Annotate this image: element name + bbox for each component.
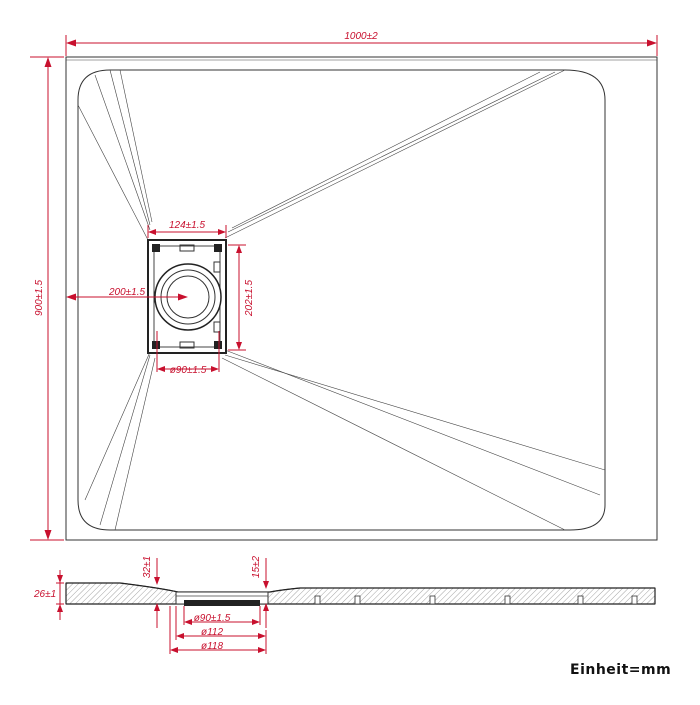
section-view: 26±1 32±1 15±2 ø90±1.5 (33, 555, 656, 654)
dim-section-hole-118-label: ø118 (201, 641, 223, 652)
dim-drain-hole-label: ø90±1.5 (170, 365, 207, 376)
dim-section-hole-90-label: ø90±1.5 (194, 613, 231, 624)
dim-drain-offset: 200±1.5 (66, 287, 188, 301)
slope-lines (77, 69, 606, 531)
dim-drain-height: 202±1.5 (228, 244, 255, 351)
dim-section-hole-90: ø90±1.5 (183, 606, 261, 625)
drain-clip-right-top (213, 261, 221, 273)
dim-edge-depth: 32±1 (142, 556, 160, 628)
section-notches (314, 595, 638, 605)
tray-outer-outline (65, 56, 658, 541)
dim-height-label: 900±1.5 (34, 280, 45, 317)
dim-slope-depth: 15±2 (251, 555, 269, 628)
drain-corner-tr (214, 244, 222, 252)
dim-drain-width-label: 124±1.5 (169, 220, 206, 231)
dim-section-hole-112: ø112 (175, 606, 267, 640)
dim-drain-hole: ø90±1.5 (156, 331, 220, 376)
dim-section-hole-118: ø118 (169, 606, 267, 654)
section-drain-flange (184, 600, 260, 606)
dim-width: 1000±2 (65, 31, 658, 56)
dim-width-label: 1000±2 (344, 31, 378, 42)
drain-corner-tl (152, 244, 160, 252)
section-body (65, 582, 656, 605)
dim-tray-thickness-label: 26±1 (33, 589, 56, 600)
drain-corner-br (214, 341, 222, 349)
dim-drain-width: 124±1.5 (147, 220, 227, 238)
drain-corner-bl (152, 341, 160, 349)
dim-drain-offset-label: 200±1.5 (108, 287, 146, 298)
tray-basin-outline (77, 69, 606, 531)
dim-slope-depth-label: 15±2 (251, 555, 262, 578)
top-view: 1000±2 900±1.5 200±1.5 124±1.5 (30, 31, 658, 541)
dim-section-hole-112-label: ø112 (201, 627, 223, 638)
dim-drain-height-label: 202±1.5 (244, 280, 255, 318)
unit-label: Einheit=mm (570, 662, 672, 678)
drain-clip-bottom (179, 341, 195, 349)
drain-clip-top (179, 244, 195, 252)
dim-tray-thickness: 26±1 (33, 570, 64, 620)
dim-height: 900±1.5 (30, 56, 64, 541)
drain-clip-right-bottom (213, 321, 221, 333)
dim-edge-depth-label: 32±1 (142, 556, 153, 578)
